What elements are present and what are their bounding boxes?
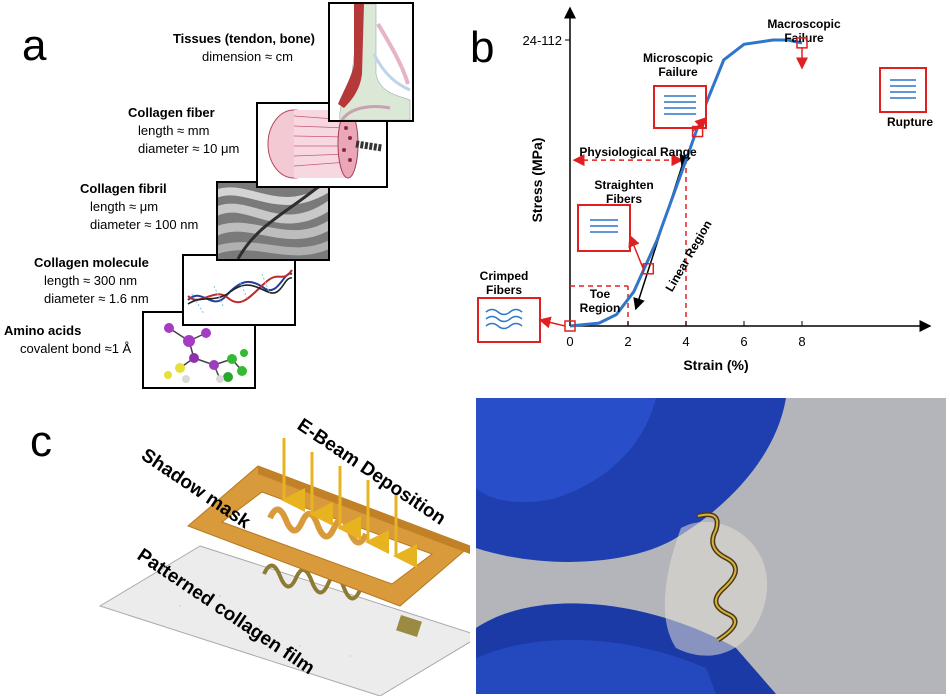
y-tick-label: 24-112 xyxy=(522,33,562,48)
connector xyxy=(628,234,644,270)
crimped-fiber-line xyxy=(485,315,523,323)
hier-title: Tissues (tendon, bone) xyxy=(172,31,315,46)
x-axis-label: Strain (%) xyxy=(683,357,748,373)
annotation-line: Microscopic xyxy=(643,51,713,65)
annotation-line: Crimped xyxy=(480,269,529,283)
annotation-line: Macroscopic xyxy=(767,17,841,31)
rupture-box xyxy=(879,67,927,113)
annotation-line: Physiological Range xyxy=(579,145,697,159)
collagen-film xyxy=(98,545,470,696)
hier-title: Amino acids xyxy=(4,323,82,338)
ankle-tendon xyxy=(330,4,412,120)
hier-line: diameter ≈ 10 μm xyxy=(138,141,240,156)
crimped-fiber-line xyxy=(485,322,523,330)
x-tick-label: 6 xyxy=(740,334,747,349)
hier-line: diameter ≈ 1.6 nm xyxy=(44,291,149,306)
x-tick-label: 2 xyxy=(624,334,631,349)
hier-line: diameter ≈ 100 nm xyxy=(90,217,199,232)
fabrication-schematic: E-Beam Deposition Shadow mask Patterned … xyxy=(98,415,470,696)
hier-line: covalent bond ≈1 Å xyxy=(20,341,132,356)
tissue-image xyxy=(328,2,414,122)
x-tick-label: 8 xyxy=(798,334,805,349)
electrode-pad xyxy=(396,614,422,638)
hier-item-tissues: Tissues (tendon, bone) dimension ≈ cm xyxy=(150,30,315,66)
hier-title: Collagen fiber xyxy=(128,105,215,120)
y-axis-label: Stress (MPa) xyxy=(529,138,545,223)
annotation-line: Toe xyxy=(590,287,611,301)
stress-strain-curve xyxy=(569,38,803,328)
hier-line: dimension ≈ cm xyxy=(202,49,293,64)
collagen-fibril-image xyxy=(216,181,330,261)
x-tick-label: 4 xyxy=(682,334,689,349)
chart-axes xyxy=(564,6,932,332)
annotation-line: Rupture xyxy=(887,115,933,129)
x-tick-label: 0 xyxy=(566,334,573,349)
annotation-text: Rupture xyxy=(887,115,933,129)
annotation-line: Failure xyxy=(658,65,698,79)
annotation-line: Fibers xyxy=(486,283,522,297)
amino-acid-molecule xyxy=(164,323,248,383)
hier-item-molecule: Collagen molecule length ≈ 300 nm diamet… xyxy=(34,254,184,308)
panel-a-label: a xyxy=(22,21,47,70)
hier-title: Collagen fibril xyxy=(80,181,167,196)
hier-item-fibril: Collagen fibril length ≈ μm diameter ≈ 1… xyxy=(80,180,220,234)
device-photo xyxy=(476,398,946,694)
crimped-fiber-line xyxy=(485,308,523,316)
annotation-line: Straighten xyxy=(594,178,653,192)
panel-c-label: c xyxy=(30,417,52,466)
connector xyxy=(692,116,708,133)
serpentine-trace xyxy=(262,563,378,601)
hier-line: length ≈ μm xyxy=(90,199,159,214)
hier-item-fiber: Collagen fiber length ≈ mm diameter ≈ 10… xyxy=(128,104,268,158)
annotation-text: Linear Region xyxy=(662,218,714,294)
glove-photo xyxy=(476,398,946,694)
straighten-box xyxy=(577,204,631,252)
annotation-text: Physiological Range xyxy=(579,145,697,159)
ebeam-arrows xyxy=(281,438,417,568)
micro-failure-box xyxy=(653,85,707,129)
fibril-sem xyxy=(218,183,328,259)
annotation-line: Region xyxy=(580,301,621,315)
annotation-line: Fibers xyxy=(606,192,642,206)
hier-line: length ≈ 300 nm xyxy=(44,273,138,288)
triple-helix xyxy=(187,269,293,315)
annotation-line: Linear Region xyxy=(662,218,714,294)
hier-line: length ≈ mm xyxy=(138,123,210,138)
hier-item-amino: Amino acids covalent bond ≈1 Å xyxy=(4,322,144,358)
hier-title: Collagen molecule xyxy=(34,255,149,270)
collagen-molecule-image xyxy=(182,254,296,326)
panel-b-label: b xyxy=(470,23,495,72)
connector xyxy=(538,316,566,329)
